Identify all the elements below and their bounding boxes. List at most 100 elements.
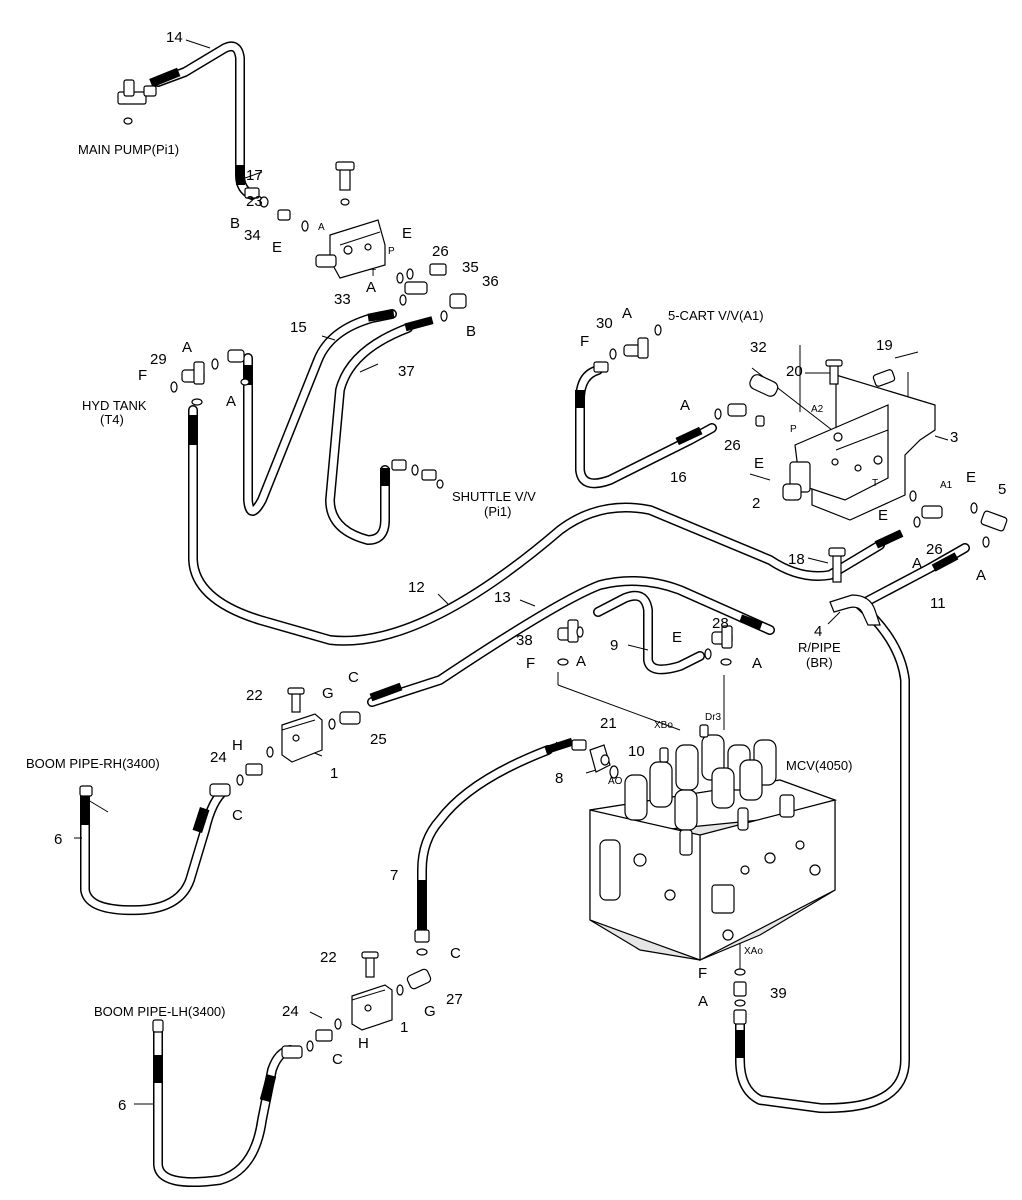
callout-36: 36 bbox=[482, 273, 499, 290]
hose-6-lh bbox=[153, 1023, 295, 1188]
fitting-30 bbox=[593, 324, 662, 373]
port-xao: XAo bbox=[744, 946, 763, 957]
hose-7 bbox=[417, 737, 574, 940]
callout-34: 34 bbox=[244, 227, 261, 244]
seal-e-block: E bbox=[402, 225, 412, 242]
port-p-small: P bbox=[388, 246, 395, 257]
callout-2: 2 bbox=[752, 495, 760, 512]
seal-f-29: F bbox=[138, 367, 147, 384]
fittings-8-10-21 bbox=[571, 739, 619, 779]
callout-37: 37 bbox=[398, 363, 415, 380]
callout-14: 14 bbox=[166, 29, 183, 46]
callout-9: 9 bbox=[610, 637, 618, 654]
fitting-29 bbox=[170, 349, 250, 406]
main-pump-tee-fitting bbox=[117, 79, 157, 125]
callout-3: 3 bbox=[950, 429, 958, 446]
callout-23: 23 bbox=[246, 193, 263, 210]
hose-15 bbox=[243, 309, 397, 516]
hose-37 bbox=[325, 316, 434, 545]
fittings-a1-side bbox=[909, 490, 1008, 548]
seal-g-upper: G bbox=[322, 685, 334, 702]
hose-14 bbox=[149, 41, 257, 200]
seal-letters: B E E A B A F A A F A E E E A A A F E A … bbox=[138, 215, 986, 1068]
hose-11 bbox=[735, 543, 970, 1114]
leader-lines bbox=[74, 39, 949, 1105]
fitting-38 bbox=[557, 619, 584, 666]
seal-h-upper: H bbox=[232, 737, 243, 754]
seal-f-39: F bbox=[698, 965, 707, 982]
port-p: P bbox=[790, 424, 797, 435]
label-mcv: MCV(4050) bbox=[786, 758, 852, 773]
callout-1-lower: 1 bbox=[400, 1019, 408, 1036]
seal-e-16: E bbox=[754, 455, 764, 472]
seal-a-tank: A bbox=[226, 393, 236, 410]
seal-c-rh: C bbox=[232, 807, 243, 824]
port-a1: A1 bbox=[940, 480, 953, 491]
fitting-26-top bbox=[399, 281, 428, 306]
callout-16: 16 bbox=[670, 469, 687, 486]
seal-c-upper: C bbox=[348, 669, 359, 686]
label-shuttle-vv: SHUTTLE V/V bbox=[452, 489, 536, 504]
block-1-lower bbox=[281, 951, 432, 1059]
label-boom-pipe-rh: BOOM PIPE-RH(3400) bbox=[26, 756, 160, 771]
seal-a-28: A bbox=[752, 655, 762, 672]
fitting-14-end bbox=[244, 187, 269, 208]
seal-a-29: A bbox=[182, 339, 192, 356]
port-t: T bbox=[872, 478, 878, 489]
callout-38: 38 bbox=[516, 632, 533, 649]
callout-25: 25 bbox=[370, 731, 387, 748]
fitting-36 bbox=[440, 293, 467, 322]
callout-1-upper: 1 bbox=[330, 765, 338, 782]
label-r-pipe: R/PIPE bbox=[798, 640, 841, 655]
hose-12 bbox=[188, 405, 904, 646]
hose-16 bbox=[575, 365, 717, 489]
callout-33: 33 bbox=[334, 291, 351, 308]
callout-18: 18 bbox=[788, 551, 805, 568]
callout-22-lower: 22 bbox=[320, 949, 337, 966]
callout-30: 30 bbox=[596, 315, 613, 332]
seal-g-lower: G bbox=[424, 1003, 436, 1020]
callout-26-top: 26 bbox=[432, 243, 449, 260]
label-hyd-tank-t4: (T4) bbox=[100, 412, 124, 427]
callout-15: 15 bbox=[290, 319, 307, 336]
callout-10: 10 bbox=[628, 743, 645, 760]
part-numbers: 14 17 23 34 33 26 35 36 15 29 37 30 32 2… bbox=[54, 29, 1006, 1114]
port-t-small: T bbox=[370, 268, 376, 279]
labels: MAIN PUMP(Pi1) HYD TANK (T4) SHUTTLE V/V… bbox=[26, 142, 953, 1019]
block-1-upper bbox=[209, 687, 361, 797]
seal-h-lower: H bbox=[358, 1035, 369, 1052]
solenoid-valve-3 bbox=[714, 359, 936, 521]
callout-4: 4 bbox=[814, 623, 822, 640]
callout-28: 28 bbox=[712, 615, 729, 632]
clamp-4 bbox=[828, 547, 881, 626]
callout-39: 39 bbox=[770, 985, 787, 1002]
seal-a-block: A bbox=[366, 279, 376, 296]
callout-27: 27 bbox=[446, 991, 463, 1008]
fitting-7-end bbox=[414, 929, 430, 956]
callout-8: 8 bbox=[555, 770, 563, 787]
callout-35: 35 bbox=[462, 259, 479, 276]
callout-5: 5 bbox=[998, 481, 1006, 498]
callout-7: 7 bbox=[390, 867, 398, 884]
callout-22-upper: 22 bbox=[246, 687, 263, 704]
seal-e-28: E bbox=[672, 629, 682, 646]
seal-f-38: F bbox=[526, 655, 535, 672]
hose-9 bbox=[593, 590, 705, 675]
fitting-39 bbox=[733, 968, 747, 1025]
label-boom-pipe-lh: BOOM PIPE-LH(3400) bbox=[94, 1004, 226, 1019]
mcv-4050 bbox=[589, 724, 837, 961]
seal-b-37: B bbox=[466, 323, 476, 340]
port-a-small: A bbox=[318, 222, 325, 233]
fitting-35 bbox=[429, 263, 447, 276]
hose-6-rh bbox=[80, 785, 230, 916]
callout-26-mid: 26 bbox=[724, 437, 741, 454]
label-5-cart-vv: 5-CART V/V(A1) bbox=[668, 308, 764, 323]
label-r-pipe-br: (BR) bbox=[806, 655, 833, 670]
port-a2: A2 bbox=[811, 404, 824, 415]
callout-13: 13 bbox=[494, 589, 511, 606]
callout-24-lower: 24 bbox=[282, 1003, 299, 1020]
callout-19: 19 bbox=[876, 337, 893, 354]
label-hyd-tank: HYD TANK bbox=[82, 398, 147, 413]
hose-13 bbox=[367, 576, 775, 707]
seal-a-39: A bbox=[698, 993, 708, 1010]
